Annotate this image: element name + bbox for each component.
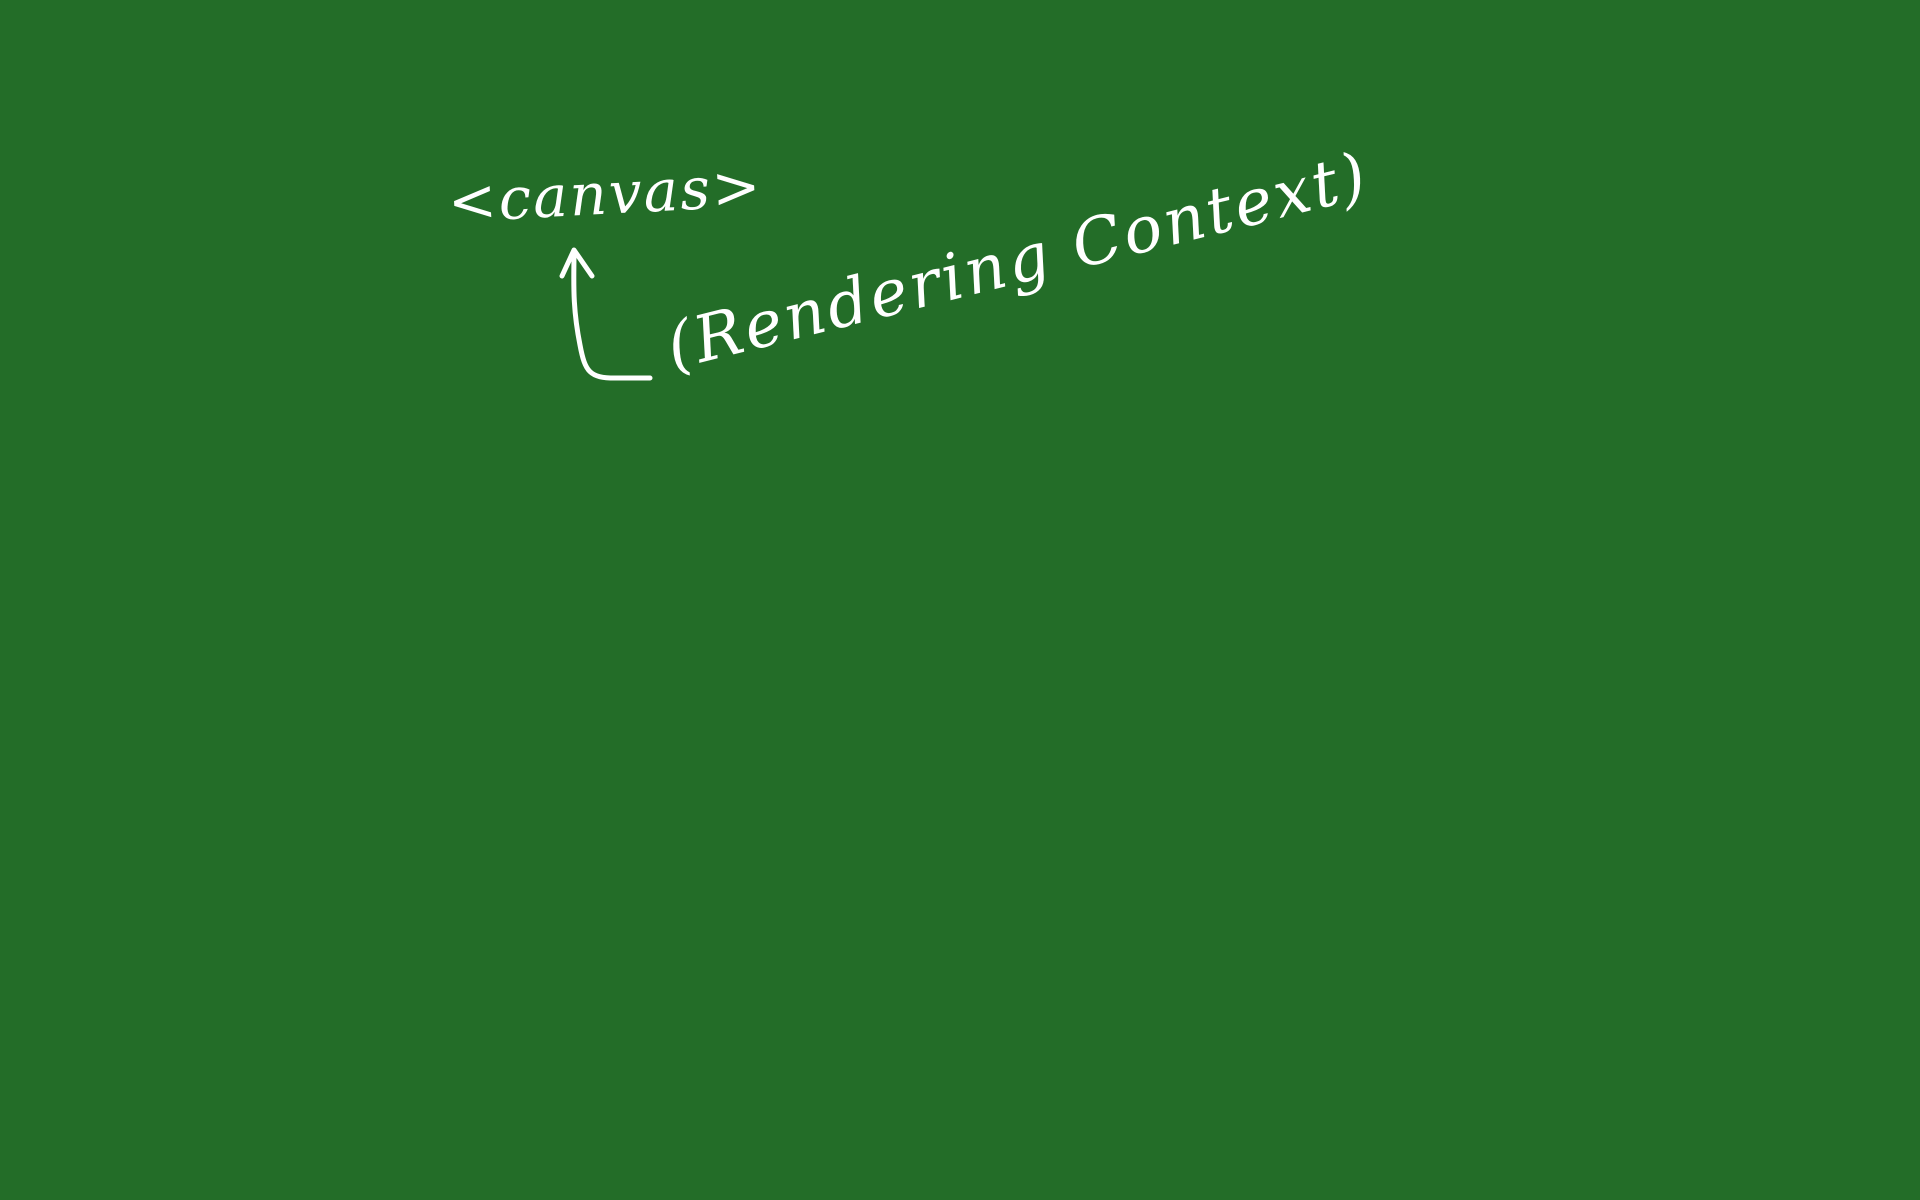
- rendering-context-label: (Rendering Context): [659, 138, 1377, 385]
- canvas-tag-label: <canvas>: [446, 151, 765, 236]
